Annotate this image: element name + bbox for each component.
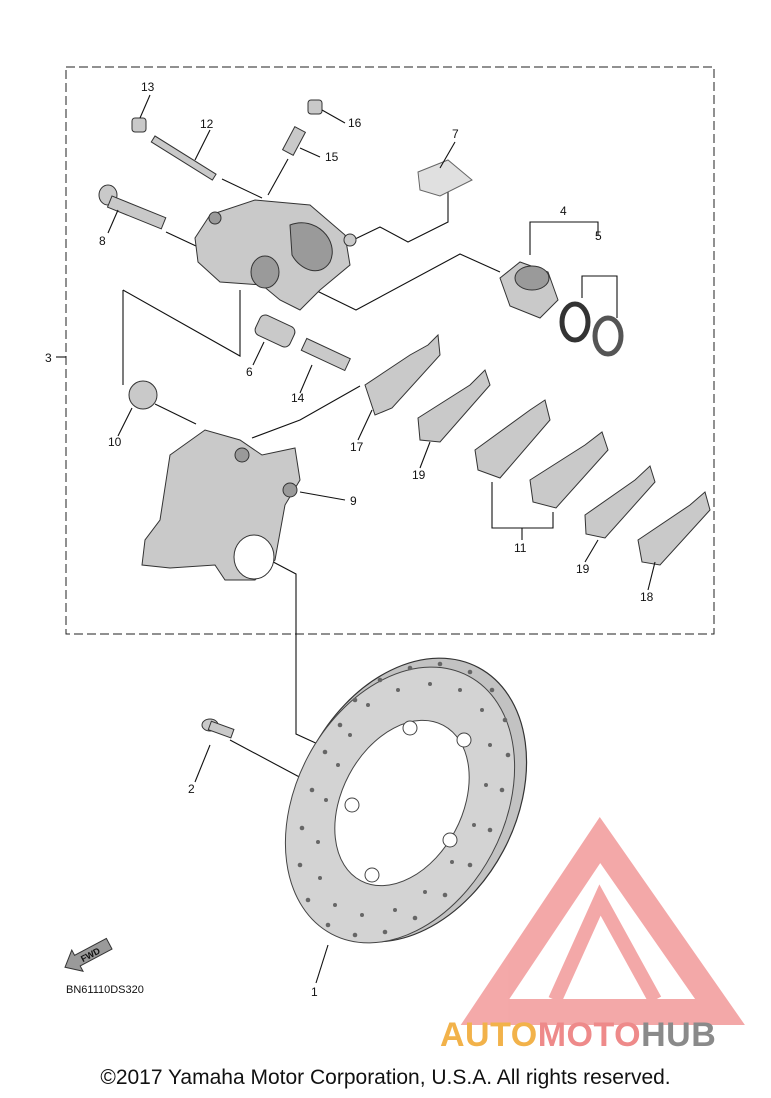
callout-7: 7 [452,127,459,141]
bolt-8 [98,184,167,230]
callout-17: 17 [350,440,364,454]
boot-10 [128,380,158,410]
callout-9: 9 [350,494,357,508]
watermark-moto: MOTO [537,1016,642,1054]
bushing-6 [254,314,296,348]
callout-14: 14 [291,391,305,405]
diagram-code: BN61110DS320 [66,984,144,996]
callout-2: 2 [188,782,195,796]
callout-6: 6 [246,365,253,379]
cap-16 [307,99,323,115]
callout-15: 15 [325,150,339,164]
shim-19a [417,369,491,443]
shim-19b [584,465,656,539]
caliper-piston [499,261,559,319]
group-brackets [491,221,618,540]
plug-13 [131,117,147,133]
callout-3: 3 [45,351,52,365]
watermark-text: AUTOMOTOHUB [440,1016,716,1055]
callout-11: 11 [514,541,527,555]
callout-leaders [107,94,656,984]
automotohub-logo [460,816,745,1025]
caliper-body [194,199,357,311]
callout-10: 10 [108,435,122,449]
callout-labels: 1 2 3 4 5 6 7 8 9 10 11 12 13 14 15 16 1… [45,80,654,999]
assembly-boundary [65,66,715,635]
bleed-screw-15 [281,126,307,156]
callout-1: 1 [311,985,318,999]
callout-16: 16 [348,116,362,130]
disc-bolt [201,718,235,739]
watermark-auto: AUTO [440,1016,538,1054]
callout-19-lower: 19 [576,562,590,576]
pin-12 [150,135,217,181]
callout-19-upper: 19 [412,468,426,482]
fwd-arrow-icon: FWD [64,937,113,972]
callout-4: 4 [560,204,567,218]
callout-8: 8 [99,234,106,248]
pad-17 [364,333,441,416]
caliper-bracket [141,429,301,581]
callout-5: 5 [595,229,602,243]
brake-disc [284,657,528,944]
callout-12: 12 [200,117,214,131]
piston-seals [559,301,624,357]
watermark-hub: HUB [641,1016,717,1054]
leader-lines [56,158,501,781]
callout-13: 13 [141,80,155,94]
pad-18 [637,491,711,566]
bolt-14 [300,337,351,372]
pad-11a [474,399,551,479]
callout-18: 18 [640,590,654,604]
copyright-notice: ©2017 Yamaha Motor Corporation, U.S.A. A… [100,1066,671,1089]
clip-7 [417,159,473,197]
pad-11b [529,431,609,509]
